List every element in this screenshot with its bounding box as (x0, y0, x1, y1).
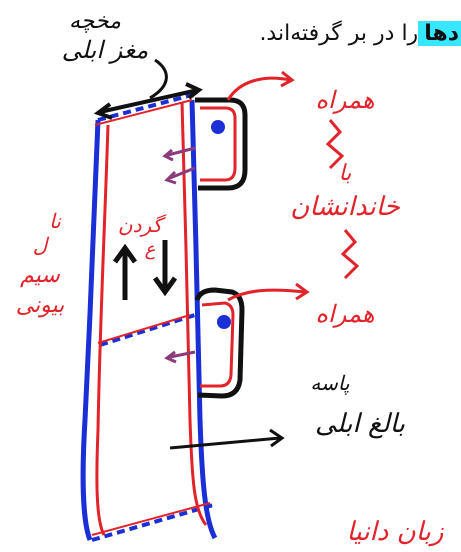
label-top-left-2: مغز ابلی (62, 36, 149, 64)
label-left-3: سیم (20, 263, 60, 288)
label-bottom-right-1: پاسه (310, 371, 350, 395)
blue-dashed-middle (99, 313, 196, 347)
top-double-arrow (99, 88, 199, 114)
up-down-arrows (112, 240, 178, 300)
upper-bulge-red (200, 106, 237, 182)
bottom-pointer-head (269, 428, 285, 448)
top-arrow-head-left (93, 102, 113, 120)
red-inner-left (95, 124, 110, 536)
label-left-1: نا (49, 209, 62, 233)
label-middle-2: ع (145, 239, 156, 260)
label-right-top-2: با (339, 161, 352, 186)
blue-dashed-top (97, 93, 193, 122)
lower-blue-dot (217, 315, 231, 329)
top-sentence: دهارا در بر گرفته‌اند. (201, 14, 461, 54)
red-arrow-mid-head (295, 282, 310, 301)
upper-blue-dot (211, 120, 225, 134)
red-bottom-edge (91, 502, 211, 536)
lower-bulge-black (194, 287, 245, 399)
label-left-2: ل (33, 233, 50, 257)
blue-outline-right (189, 99, 218, 540)
red-top-edge (94, 99, 193, 126)
label-middle-1: گردن (118, 213, 167, 237)
label-right-top-1: همراه (315, 86, 374, 114)
label-right-top-3: خاندانشان (290, 192, 400, 222)
red-arrow-top-head (280, 70, 295, 88)
upper-bulge-black (195, 97, 248, 191)
red-arrow-mid (227, 288, 306, 302)
label-bottom-right-2: بالغ ابلی (315, 409, 405, 439)
blue-outline-left (80, 119, 101, 541)
purple-arrows-lower (164, 350, 196, 364)
red-squiggle-upper (325, 119, 345, 170)
red-squiggle-lower (340, 229, 360, 280)
purple-arrows-upper (162, 146, 196, 185)
label-top-left-1: مخچه (69, 9, 121, 34)
top-arrow-head-right (185, 82, 203, 100)
highlighted-word: دها (418, 21, 461, 46)
lower-bulge-red (200, 301, 235, 388)
label-left-4: بیونی (16, 293, 65, 318)
red-inner-right (180, 101, 208, 526)
label-bottom-partial: زبان دانیا (347, 517, 444, 547)
red-mid-edge (97, 314, 191, 344)
red-arrow-top (226, 76, 291, 101)
top-curve-pointer (149, 58, 168, 100)
label-right-mid: همراه (315, 300, 374, 328)
blue-dashed-bottom (91, 503, 214, 542)
top-sentence-rest: را در بر گرفته‌اند. (259, 21, 419, 46)
bottom-pointer-arrow (169, 436, 281, 450)
